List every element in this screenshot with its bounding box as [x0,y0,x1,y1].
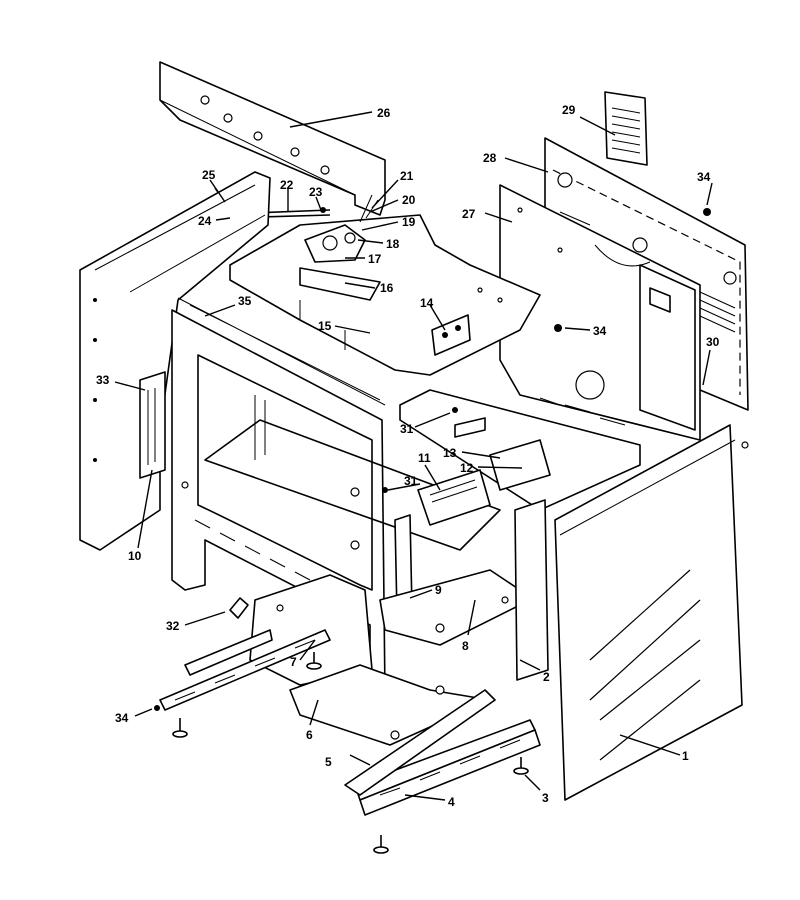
part-29-vent-grille [604,91,648,166]
part-1-right-side-panel [554,424,749,801]
callout-31a: 31 [400,422,414,436]
callout-10: 10 [128,549,142,563]
part-10-left-side-panel [79,171,271,551]
callout-19: 19 [402,215,416,229]
part-6-7-bottom-panels [249,574,491,746]
screw-icon [554,324,562,332]
callout-5: 5 [325,755,332,769]
callout-18: 18 [386,237,400,251]
oven-cavity-floor [204,395,501,551]
callout-34c: 34 [115,711,129,725]
callout-34a: 34 [697,170,711,184]
callout-labels: 1 2 3 4 5 6 7 8 9 10 11 12 13 14 15 16 1… [96,103,720,809]
callout-17: 17 [368,252,382,266]
callout-4: 4 [448,795,455,809]
callout-16: 16 [380,281,394,295]
callout-11: 11 [418,451,431,465]
callout-6: 6 [306,728,313,742]
leader-lines [114,111,713,801]
part-26-top-trim [159,61,386,216]
callout-23: 23 [309,185,323,199]
part-3-leveling-feet [172,652,529,854]
callout-14: 14 [420,296,434,310]
screw-icon [703,208,711,216]
callout-35: 35 [238,294,252,308]
callout-21: 21 [400,169,414,183]
callout-20: 20 [402,193,416,207]
callout-1: 1 [682,749,689,763]
part-32-left-rails [159,597,331,711]
callout-13: 13 [443,446,457,460]
part-14-control-bracket [431,314,471,356]
screw-icon [382,487,388,493]
leveling-foot-icon [172,718,188,738]
part-8-lower-tray [379,514,521,646]
part-2-right-inner-panel [514,499,549,681]
part-17-21-valve-cluster [299,194,381,301]
callout-2: 2 [543,670,550,684]
callout-26: 26 [377,106,391,120]
callout-29: 29 [562,103,576,117]
screw-icons [154,208,711,711]
part-15-16-top-plate [229,214,541,376]
leveling-foot-icon [373,835,389,854]
leveling-foot-icon [513,757,529,775]
callout-32: 32 [166,619,180,633]
callout-12: 12 [460,461,474,475]
callout-9: 9 [435,583,442,597]
callout-24: 24 [198,214,212,228]
callout-25: 25 [202,168,216,182]
leveling-foot-icon [306,652,322,670]
callout-31b: 31 [404,474,418,488]
part-4-5-base-rails [344,689,541,816]
screw-icon [452,407,458,413]
callout-34b: 34 [593,324,607,338]
callout-8: 8 [462,639,469,653]
part-11-13-brackets [399,389,641,526]
callout-7: 7 [290,655,297,669]
callout-28: 28 [483,151,497,165]
part-27-inner-back-wall [499,184,701,441]
callout-27: 27 [462,207,476,221]
callout-3: 3 [542,791,549,805]
callout-30: 30 [706,335,720,349]
screw-icon [154,705,160,711]
callout-15: 15 [318,319,332,333]
callout-22: 22 [280,178,294,192]
callout-33: 33 [96,373,110,387]
